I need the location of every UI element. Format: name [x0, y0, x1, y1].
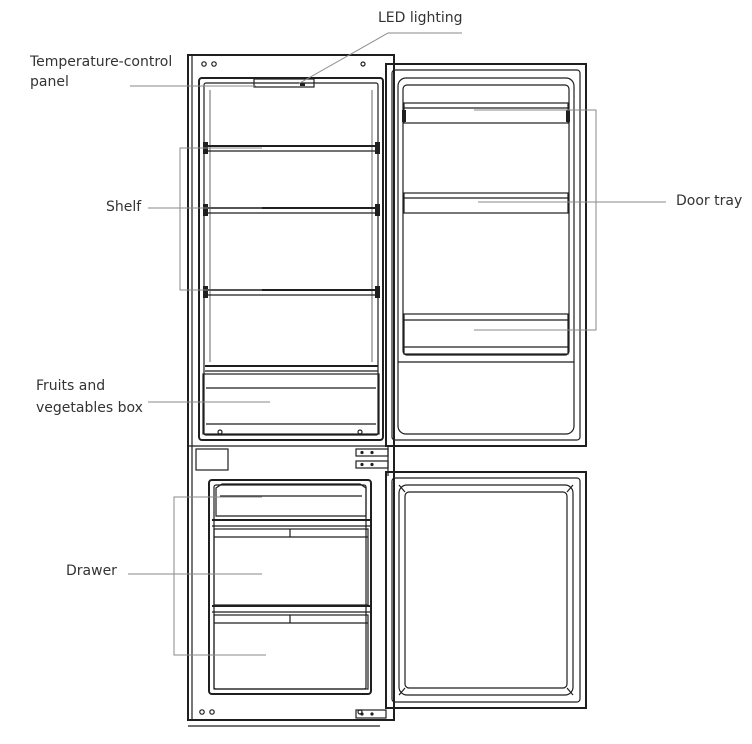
shelf-2 — [203, 204, 380, 216]
drawer-bottom — [213, 614, 369, 690]
label-shelf: Shelf — [106, 199, 142, 215]
fruits-vegetables-box — [202, 373, 380, 435]
fridge-liner-inner — [203, 82, 379, 436]
leader-led-lighting — [297, 32, 462, 85]
shelf-3 — [203, 286, 380, 298]
drawer-bracket — [173, 496, 266, 656]
bottom-screw-right — [209, 709, 215, 715]
door-gasket — [397, 77, 575, 435]
cabinet — [187, 54, 395, 727]
top-screw-left — [201, 61, 207, 67]
bottom-screw-left — [199, 709, 205, 715]
label-door-tray: Door tray — [676, 193, 743, 209]
door-tray-2 — [403, 192, 569, 214]
top-screw-right — [211, 61, 217, 67]
label-temperature-control-line2: panel — [30, 74, 69, 90]
led-light — [300, 83, 305, 86]
control-display-box — [195, 448, 229, 471]
freezer-door-gasket — [398, 484, 574, 696]
label-drawer: Drawer — [66, 563, 117, 579]
middle-hinge — [355, 446, 389, 476]
label-fruits-line2: vegetables box — [36, 400, 143, 416]
shelf-bracket — [179, 147, 262, 291]
cabinet-outline — [187, 54, 395, 721]
temperature-control-panel — [253, 78, 315, 88]
label-temperature-control-line1: Temperature-control — [30, 54, 173, 70]
freezer-liner — [208, 479, 372, 695]
label-fruits-line1: Fruits and — [36, 378, 106, 394]
freezer-compartment — [208, 479, 372, 695]
door-tray-3 — [403, 313, 569, 355]
drawer-top — [212, 483, 370, 527]
fridge-door-outline — [385, 63, 587, 447]
door-tray-1 — [402, 102, 570, 124]
fridge-door — [385, 63, 587, 447]
fridge-liner — [198, 77, 384, 441]
freezer-door — [355, 471, 587, 719]
freezer-door-outline — [385, 471, 587, 709]
fridge-compartment — [188, 77, 394, 471]
door-tray-bracket — [474, 109, 597, 331]
label-led-lighting: LED lighting — [378, 10, 463, 26]
drawer-middle — [212, 528, 370, 613]
top-hinge-screw — [360, 61, 366, 67]
leader-lines — [128, 32, 666, 656]
crisper-box-outline — [202, 373, 380, 435]
